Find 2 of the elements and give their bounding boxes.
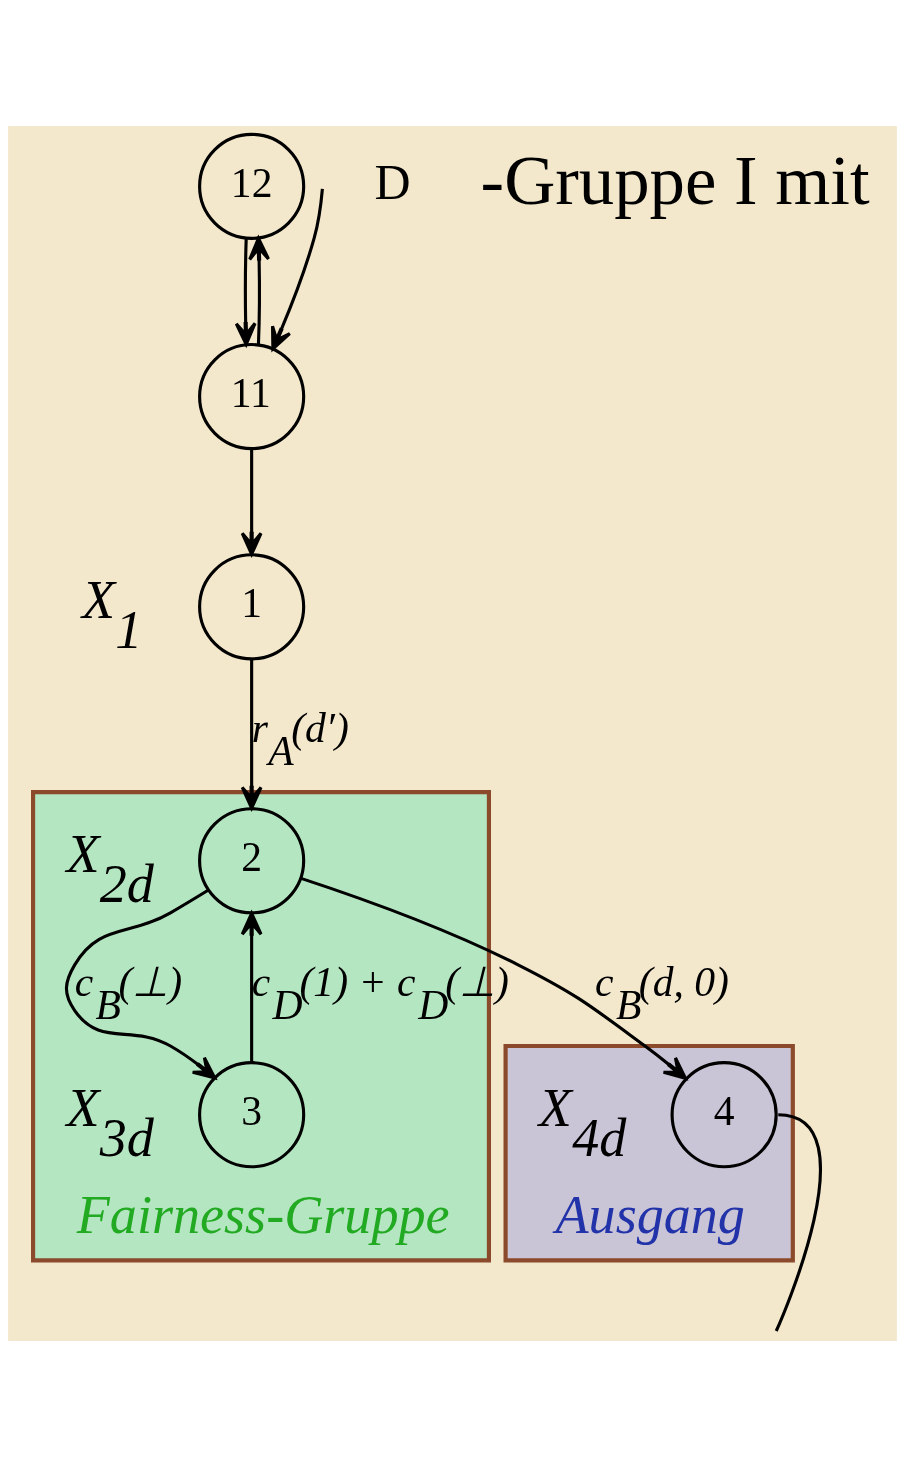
label: D xyxy=(374,153,411,210)
label: -Gruppe I mit xyxy=(480,140,870,219)
